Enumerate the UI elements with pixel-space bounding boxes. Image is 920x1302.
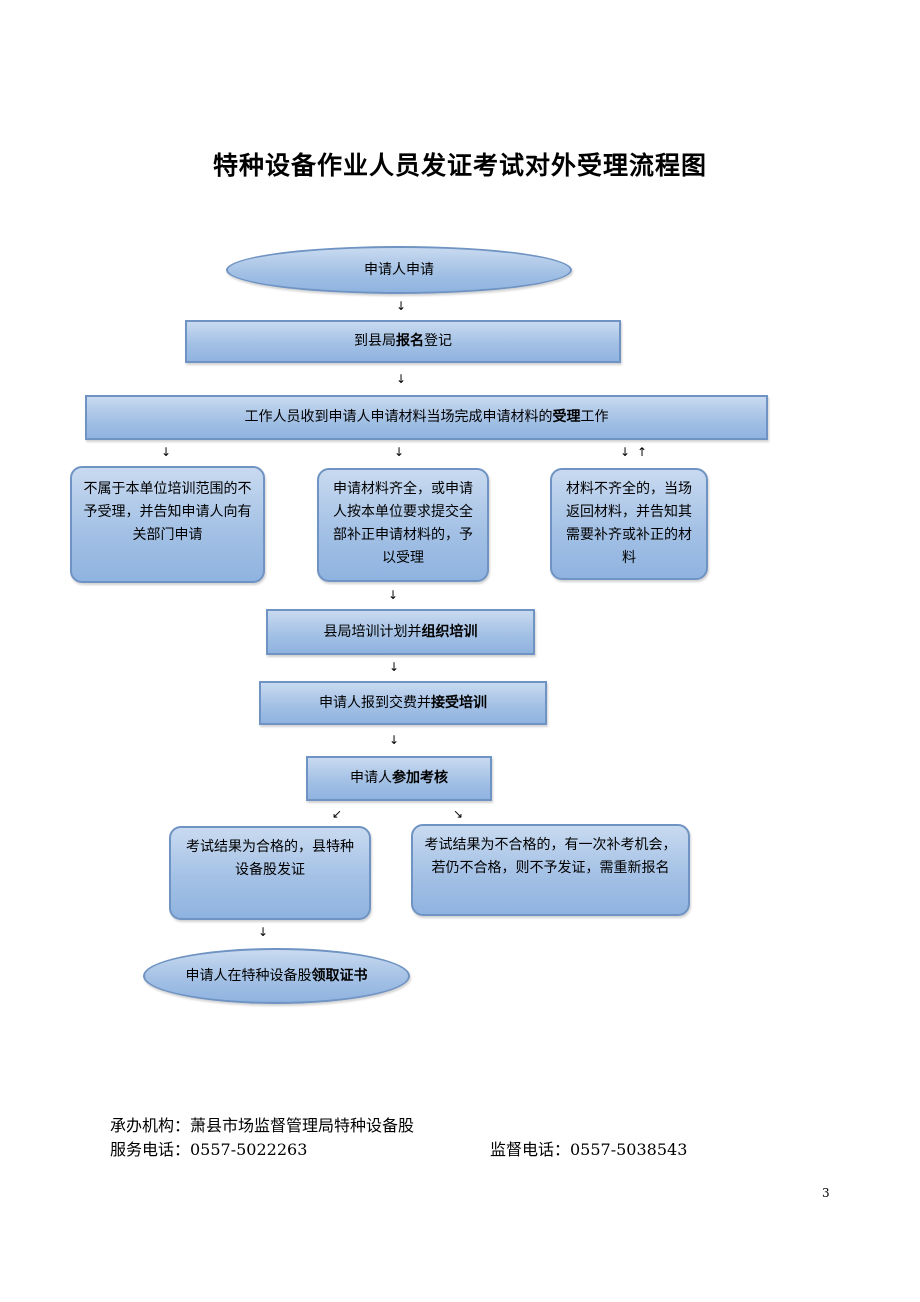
node-accept-pre: 工作人员收到申请人申请材料当场完成申请材料的: [244, 409, 553, 425]
node-accept: 工作人员收到申请人申请材料当场完成申请材料的受理工作: [85, 395, 768, 440]
node-pass: 考试结果为合格的，县特种设备股发证: [169, 826, 371, 920]
node-exam-bold: 参加考核: [392, 770, 448, 786]
arrow-down: ↓: [393, 445, 405, 459]
arrow-down: ↓: [160, 445, 172, 459]
node-complete-label: 申请材料齐全，或申请人按本单位要求提交全部补正申请材料的，予以受理: [333, 481, 473, 566]
organizer-text: 承办机构：萧县市场监督管理局特种设备股: [110, 1116, 415, 1135]
node-incomplete: 材料不齐全的，当场返回材料，并告知其需要补齐或补正的材料: [550, 468, 708, 580]
arrow-down: ↓: [388, 660, 400, 674]
node-register-pre: 到县局: [354, 333, 396, 349]
node-certificate-pre: 申请人在特种设备股: [185, 967, 312, 984]
node-pass-label: 考试结果为合格的，县特种设备股发证: [186, 839, 354, 878]
node-apply: 申请人申请: [226, 246, 572, 294]
node-training: 县局培训计划并组织培训: [266, 609, 535, 655]
arrow-up: ↑: [636, 445, 648, 459]
arrow-down-left: ↙: [331, 807, 343, 821]
supervise-phone: 监督电话：0557-5038543: [490, 1140, 688, 1159]
node-register-post: 登记: [424, 333, 452, 349]
node-register-bold: 报名: [396, 333, 424, 349]
arrow-down: ↓: [395, 372, 407, 386]
arrow-down: ↓: [619, 445, 631, 459]
node-certificate: 申请人在特种设备股领取证书: [143, 948, 410, 1004]
node-accept-post: 工作: [580, 409, 609, 425]
node-fee-pre: 申请人报到交费并: [319, 694, 431, 711]
node-register: 到县局报名登记: [185, 320, 621, 363]
node-training-bold: 组织培训: [421, 623, 478, 640]
node-reject-label: 不属于本单位培训范围的不予受理，并告知申请人向有关部门申请: [83, 481, 252, 543]
arrow-down: ↓: [387, 588, 399, 602]
node-accept-text: 工作人员收到申请人申请材料当场完成申请材料的受理工作: [245, 406, 609, 429]
node-fee-text: 申请人报到交费并接受培训: [319, 692, 487, 715]
node-training-text: 县局培训计划并组织培训: [324, 621, 478, 644]
arrow-down: ↓: [257, 925, 269, 939]
node-incomplete-label: 材料不齐全的，当场返回材料，并告知其需要补齐或补正的材料: [566, 481, 692, 566]
node-certificate-bold: 领取证书: [311, 967, 368, 984]
node-fee: 申请人报到交费并接受培训: [259, 681, 547, 725]
node-fail-label: 考试结果为不合格的，有一次补考机会，若仍不合格，则不予发证，需重新报名: [424, 837, 677, 876]
node-exam: 申请人参加考核: [306, 756, 492, 801]
node-exam-pre: 申请人: [350, 770, 392, 786]
node-complete: 申请材料齐全，或申请人按本单位要求提交全部补正申请材料的，予以受理: [317, 468, 489, 582]
node-register-text: 到县局报名登记: [354, 330, 452, 353]
node-reject: 不属于本单位培训范围的不予受理，并告知申请人向有关部门申请: [70, 466, 265, 583]
node-training-pre: 县局培训计划并: [323, 623, 422, 640]
arrow-down: ↓: [395, 299, 407, 313]
page-title: 特种设备作业人员发证考试对外受理流程图: [212, 151, 707, 180]
node-exam-text: 申请人参加考核: [350, 767, 448, 790]
arrow-down-right: ↘: [452, 807, 464, 821]
node-certificate-text: 申请人在特种设备股领取证书: [186, 965, 368, 988]
page-number: 3: [822, 1186, 830, 1200]
service-phone: 服务电话：0557-5022263: [110, 1140, 308, 1159]
node-fee-bold: 接受培训: [431, 694, 487, 711]
node-apply-label: 申请人申请: [364, 261, 434, 278]
node-fail: 考试结果为不合格的，有一次补考机会，若仍不合格，则不予发证，需重新报名: [411, 824, 690, 916]
arrow-down: ↓: [388, 733, 400, 747]
node-accept-bold: 受理: [552, 409, 581, 425]
